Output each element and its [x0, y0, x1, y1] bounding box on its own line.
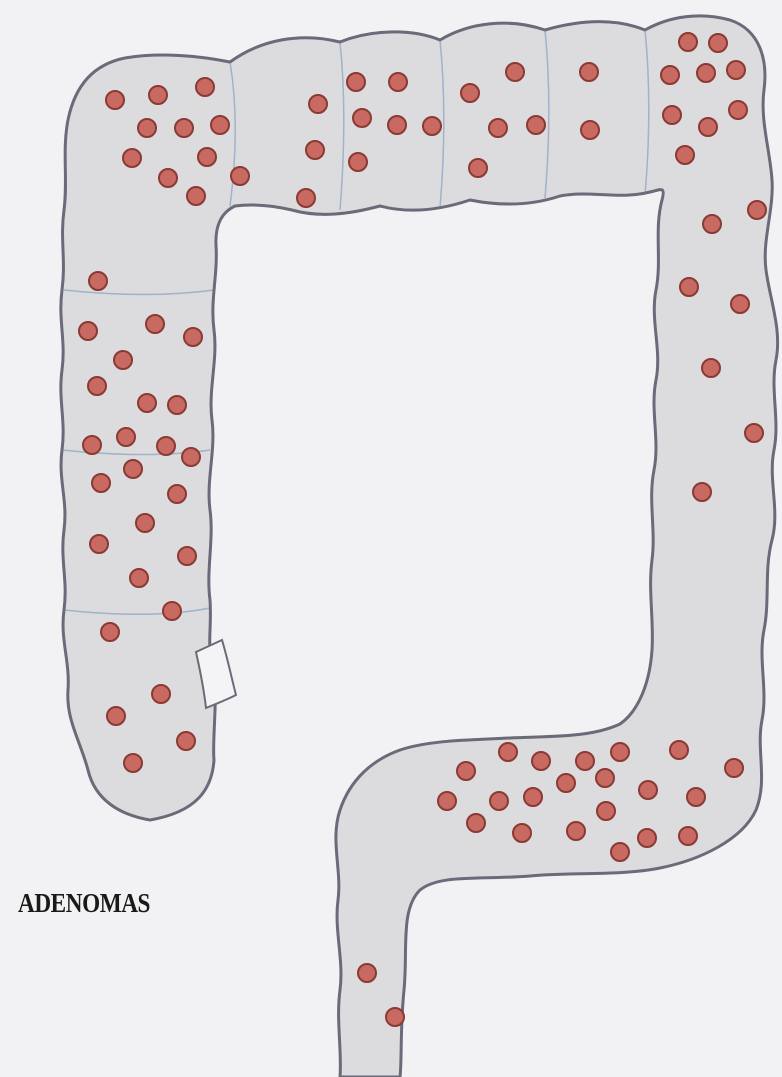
adenoma-dot: [231, 167, 249, 185]
adenoma-dot: [388, 116, 406, 134]
adenoma-dot: [168, 396, 186, 414]
adenoma-dot: [638, 829, 656, 847]
adenoma-dot: [92, 474, 110, 492]
adenoma-dot: [597, 802, 615, 820]
adenoma-dot: [687, 788, 705, 806]
adenoma-dot: [639, 781, 657, 799]
adenoma-dot: [182, 448, 200, 466]
adenoma-dot: [107, 707, 125, 725]
adenoma-dot: [157, 437, 175, 455]
adenoma-dot: [490, 792, 508, 810]
adenoma-dot: [680, 278, 698, 296]
adenoma-dot: [89, 272, 107, 290]
adenoma-dot: [557, 774, 575, 792]
adenoma-dot: [661, 66, 679, 84]
adenoma-dot: [306, 141, 324, 159]
adenoma-dot: [699, 118, 717, 136]
adenoma-dot: [187, 187, 205, 205]
adenoma-dot: [567, 822, 585, 840]
adenoma-dot: [117, 428, 135, 446]
adenoma-dot: [184, 328, 202, 346]
adenoma-dot: [124, 754, 142, 772]
adenoma-dot: [729, 101, 747, 119]
adenoma-dot: [676, 146, 694, 164]
adenoma-dot: [386, 1008, 404, 1026]
adenoma-dot: [731, 295, 749, 313]
adenoma-dot: [506, 63, 524, 81]
adenoma-dot: [79, 322, 97, 340]
adenoma-dot: [123, 149, 141, 167]
adenoma-dot: [196, 78, 214, 96]
adenoma-dot: [178, 547, 196, 565]
adenoma-dot: [90, 535, 108, 553]
adenoma-dot: [83, 436, 101, 454]
adenoma-dot: [576, 752, 594, 770]
adenoma-dot: [438, 792, 456, 810]
adenoma-dot: [353, 109, 371, 127]
adenoma-dot: [211, 116, 229, 134]
diagram-caption: ADENOMAS: [18, 888, 150, 919]
adenoma-dot: [347, 73, 365, 91]
adenoma-dot: [580, 63, 598, 81]
adenoma-dot: [693, 483, 711, 501]
adenoma-dot: [663, 106, 681, 124]
adenoma-dot: [745, 424, 763, 442]
adenoma-dot: [152, 685, 170, 703]
adenoma-dot: [513, 824, 531, 842]
adenoma-dot: [670, 741, 688, 759]
adenoma-dot: [106, 91, 124, 109]
adenoma-dot: [163, 602, 181, 620]
adenoma-dot: [679, 827, 697, 845]
adenoma-dot: [136, 514, 154, 532]
adenoma-dot: [596, 769, 614, 787]
adenoma-dot: [389, 73, 407, 91]
adenoma-dot: [611, 743, 629, 761]
adenoma-dot: [177, 732, 195, 750]
adenoma-dot: [159, 169, 177, 187]
adenoma-dot: [469, 159, 487, 177]
adenoma-dot: [679, 33, 697, 51]
adenoma-dot: [198, 148, 216, 166]
adenoma-dot: [527, 116, 545, 134]
adenoma-dot: [709, 34, 727, 52]
adenoma-dot: [423, 117, 441, 135]
adenoma-dot: [175, 119, 193, 137]
adenoma-dot: [611, 843, 629, 861]
adenoma-dot: [297, 189, 315, 207]
adenoma-dot: [358, 964, 376, 982]
adenoma-dot: [727, 61, 745, 79]
adenoma-dot: [532, 752, 550, 770]
adenoma-dot: [349, 153, 367, 171]
adenoma-dot: [748, 201, 766, 219]
adenoma-dot: [697, 64, 715, 82]
adenoma-dot: [457, 762, 475, 780]
adenoma-dot: [499, 743, 517, 761]
adenoma-dot: [467, 814, 485, 832]
adenoma-dot: [168, 485, 186, 503]
adenoma-dot: [124, 460, 142, 478]
adenoma-dot: [702, 359, 720, 377]
adenoma-dot: [309, 95, 327, 113]
adenoma-dot: [581, 121, 599, 139]
adenoma-dot: [101, 623, 119, 641]
adenoma-dot: [146, 315, 164, 333]
adenoma-dot: [725, 759, 743, 777]
adenoma-dot: [138, 119, 156, 137]
adenoma-dot: [138, 394, 156, 412]
adenoma-dot: [130, 569, 148, 587]
adenoma-dot: [149, 86, 167, 104]
adenoma-dot: [88, 377, 106, 395]
adenoma-dot: [524, 788, 542, 806]
adenoma-dot: [461, 84, 479, 102]
adenoma-dot: [114, 351, 132, 369]
adenoma-dot: [703, 215, 721, 233]
adenoma-dot: [489, 119, 507, 137]
